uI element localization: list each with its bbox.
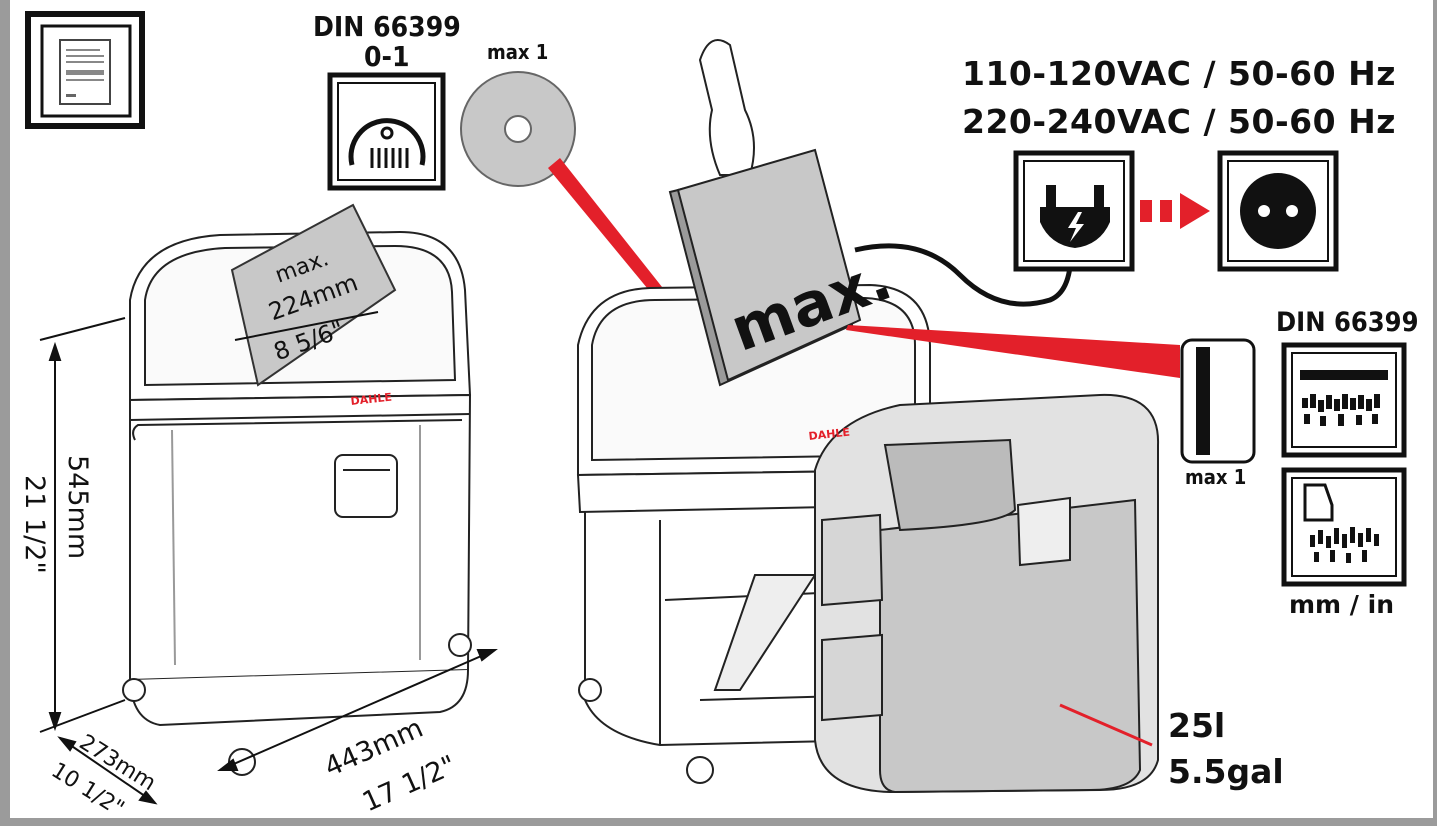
hand-paper-stack — [668, 39, 862, 387]
paper-sheet-front — [230, 203, 397, 387]
cd-icon — [460, 71, 576, 187]
socket-icon — [1217, 150, 1339, 272]
dimension-lines — [39, 311, 498, 805]
card-icon — [1180, 338, 1256, 464]
capacity-gallons-label: 5.5gal — [1168, 752, 1284, 791]
cross-cut-din-icon — [327, 72, 446, 191]
waste-bin — [814, 393, 1160, 794]
card-max-label: max 1 — [1185, 465, 1247, 489]
card-slot-beam — [846, 325, 1180, 378]
din-top-label: DIN 66399 — [313, 10, 461, 43]
units-label: mm / in — [1289, 590, 1395, 619]
voltage-line-2: 220-240VAC / 50-60 Hz — [962, 102, 1396, 141]
strip-shred-icon — [1281, 342, 1407, 458]
shredder-open-view — [576, 283, 932, 784]
height-in-label: 21 1/2" — [19, 475, 50, 574]
plug-icon — [1013, 150, 1135, 272]
cd-max-label: max 1 — [487, 40, 549, 64]
voltage-line-1: 110-120VAC / 50-60 Hz — [962, 54, 1396, 93]
capacity-liters-label: 25l — [1168, 706, 1226, 745]
power-cord — [854, 234, 1074, 307]
arrow-right-icon — [1140, 193, 1210, 229]
particle-shred-icon — [1281, 467, 1407, 587]
din-top-level: 0-1 — [364, 40, 410, 73]
document-icon — [25, 11, 145, 129]
height-mm-label: 545mm — [62, 455, 93, 560]
capacity-pointer — [1059, 703, 1153, 747]
din-right-title: DIN 66399 — [1276, 307, 1419, 338]
